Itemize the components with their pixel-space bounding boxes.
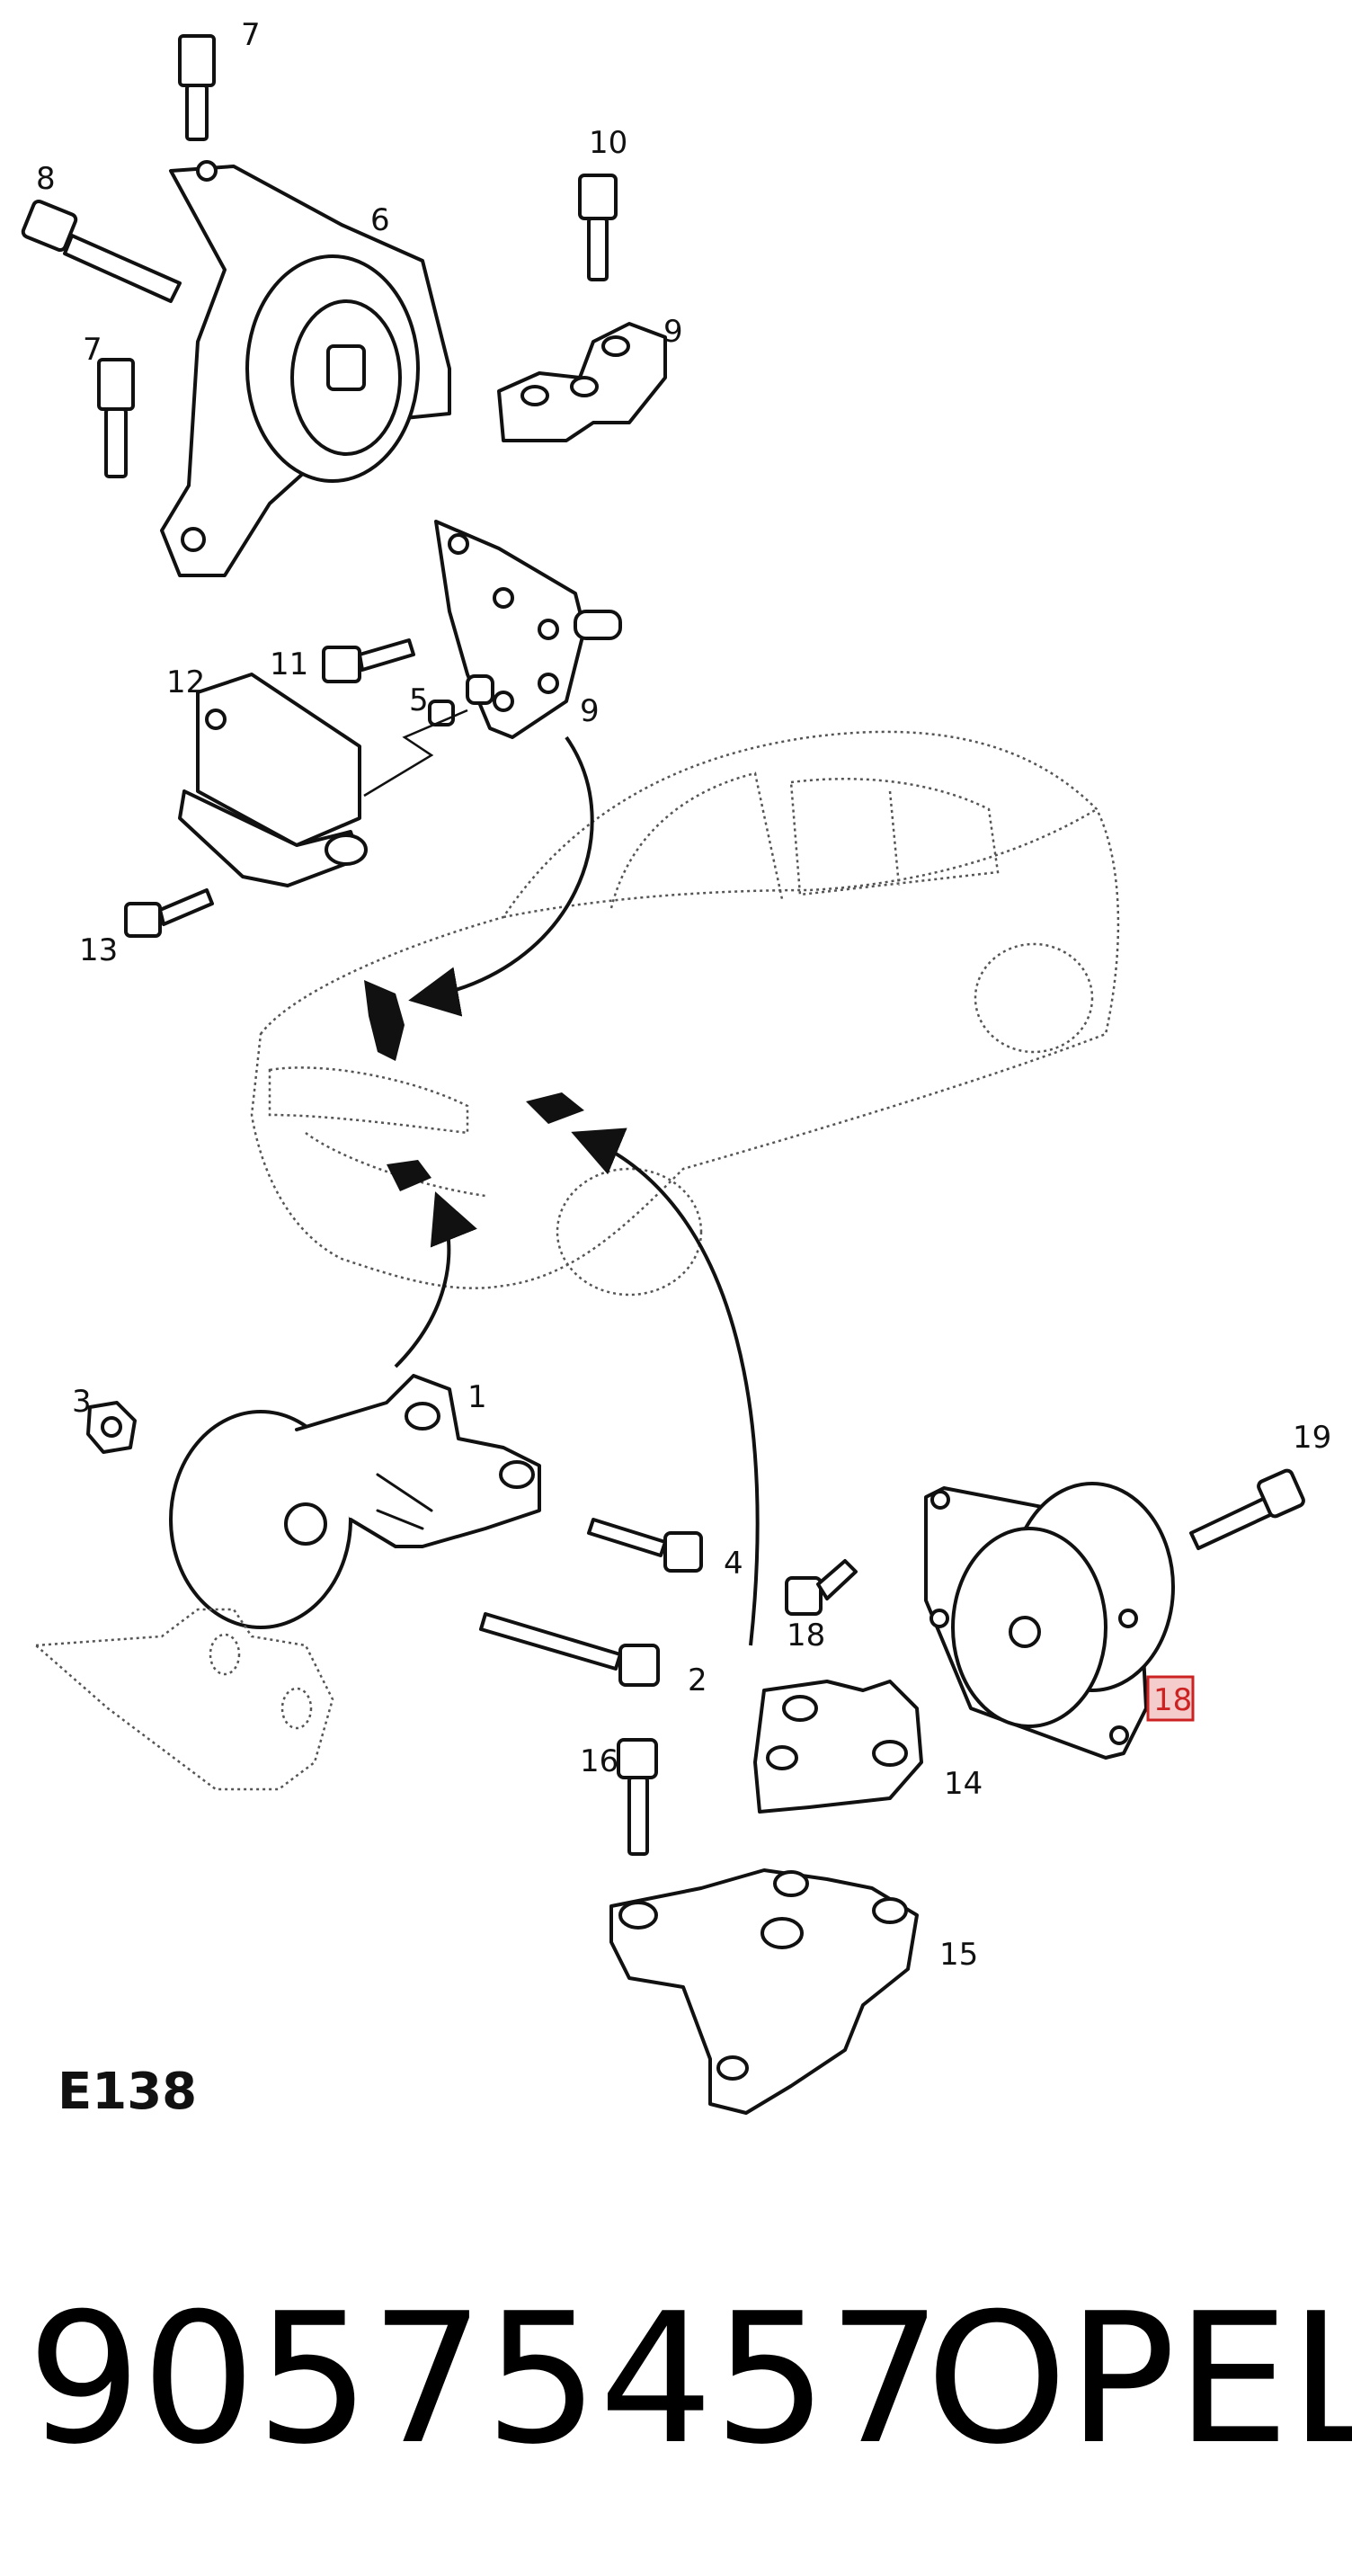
callout-8: 8: [36, 161, 56, 197]
arrow-to-upper-mount: [408, 735, 594, 1017]
callout-16: 15: [939, 1937, 978, 1973]
callout-13: 12: [166, 664, 205, 700]
part-8-long-bolt: [21, 199, 182, 303]
callout-20: 19: [1293, 1420, 1331, 1456]
callout-6: 6: [370, 202, 390, 238]
brand-name: OPEL: [926, 2275, 1352, 2484]
arrow-to-front-mount: [394, 1191, 477, 1368]
part-17-bolt: [617, 1738, 658, 1856]
part-15-bracket: [753, 1680, 923, 1814]
part-14-bolt: [124, 888, 214, 938]
part-6-engine-mount: [160, 160, 451, 577]
callout-19: 18: [787, 1618, 825, 1653]
callout-11: 10: [589, 125, 627, 161]
part-7-bolt-top: [178, 34, 216, 141]
callout-14: 13: [79, 932, 118, 968]
highlight-box-18: [1146, 1675, 1195, 1722]
callout-9: 9: [580, 693, 600, 729]
mount-location-rear: [526, 1092, 584, 1124]
callout-3: 3: [72, 1384, 92, 1420]
callout-17: 16: [580, 1743, 618, 1779]
callout-12: 11: [270, 646, 308, 682]
callout-2: 2: [688, 1662, 707, 1698]
part-4-bolt: [587, 1518, 703, 1573]
callout-7-left: 7: [83, 332, 102, 368]
part-7-bolt-left: [97, 358, 135, 478]
callout-15: 14: [944, 1766, 983, 1802]
callout-4: 4: [724, 1546, 743, 1582]
mount-location-upper: [364, 980, 405, 1061]
part-16-bracket: [609, 1868, 919, 2115]
part-3-nut: [86, 1401, 137, 1454]
part-10-bracket: [497, 322, 667, 442]
part-13-bracket: [178, 673, 368, 887]
part-number: 90575457: [27, 2275, 942, 2484]
callout-18-highlighted: 18: [1153, 1682, 1192, 1718]
callout-1: 1: [467, 1379, 487, 1415]
part-19-bolt: [785, 1559, 858, 1616]
callout-10: 9: [663, 314, 683, 350]
part-2-bolt: [479, 1612, 660, 1687]
mount-location-front: [387, 1160, 431, 1191]
diagram-code: E138: [58, 2063, 197, 2121]
car-outline: [250, 730, 1120, 1297]
leader-5-13: [363, 709, 468, 798]
part-12-bolt: [322, 638, 415, 683]
part-11-bolt: [578, 174, 618, 281]
part-20-bolt: [1189, 1468, 1305, 1550]
part-18-transmission-mount: [924, 1482, 1175, 1760]
arrow-to-rear-mount: [571, 1128, 760, 1646]
part-5-sleeve: [428, 674, 494, 726]
callout-7-top: 7: [241, 17, 261, 53]
part-1-front-mount: [169, 1374, 541, 1629]
subframe-bracket: [32, 1608, 334, 1791]
callout-5: 5: [409, 682, 429, 718]
